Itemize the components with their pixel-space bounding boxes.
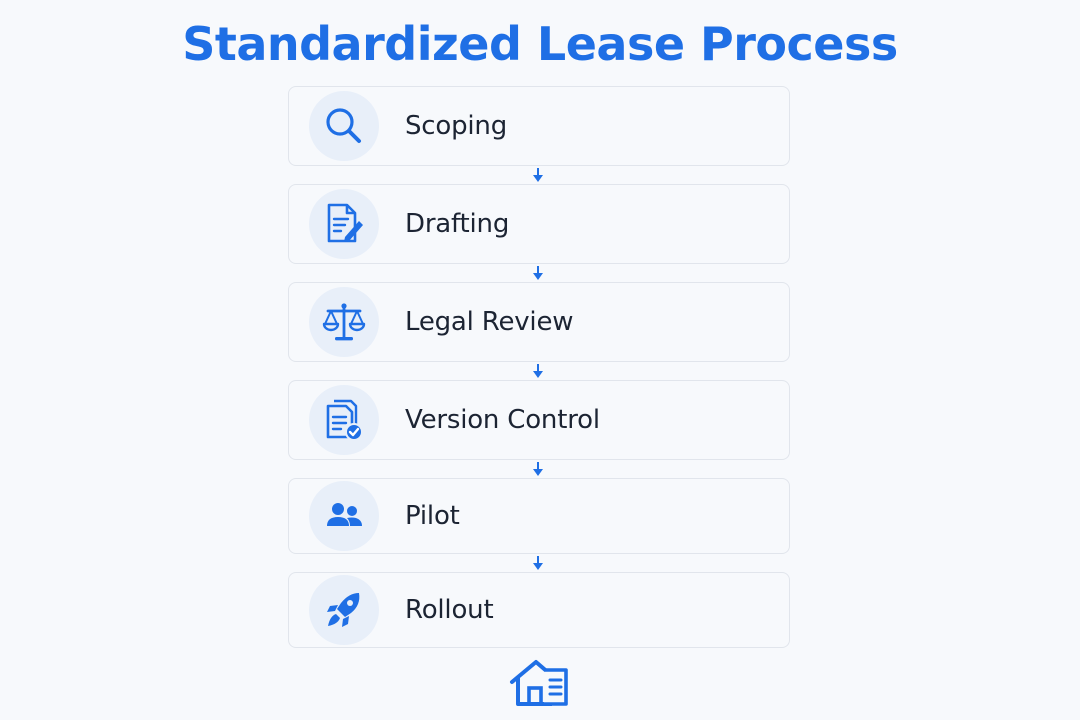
documents-check-icon [309, 385, 379, 455]
step-drafting: Drafting [288, 184, 790, 264]
house-document-icon [510, 660, 568, 706]
connector-arrow [288, 460, 790, 478]
connector-arrow [288, 264, 790, 282]
step-scoping: Scoping [288, 86, 790, 166]
step-label: Legal Review [405, 307, 574, 337]
step-label: Pilot [405, 501, 460, 531]
step-label: Drafting [405, 209, 510, 239]
magnifying-glass-icon [309, 91, 379, 161]
step-label: Rollout [405, 595, 494, 625]
connector-arrow [288, 554, 790, 572]
connector-arrow [288, 166, 790, 184]
step-label: Scoping [405, 111, 508, 141]
step-version-control: Version Control [288, 380, 790, 460]
diagram-title: Standardized Lease Process [182, 17, 898, 71]
people-icon [309, 481, 379, 551]
step-rollout: Rollout [288, 572, 790, 648]
rocket-icon [309, 575, 379, 645]
connector-arrow [288, 362, 790, 380]
step-label: Version Control [405, 405, 600, 435]
process-steps: Scoping Drafting [288, 86, 790, 648]
step-pilot: Pilot [288, 478, 790, 554]
scales-icon [309, 287, 379, 357]
step-legal-review: Legal Review [288, 282, 790, 362]
document-pen-icon [309, 189, 379, 259]
